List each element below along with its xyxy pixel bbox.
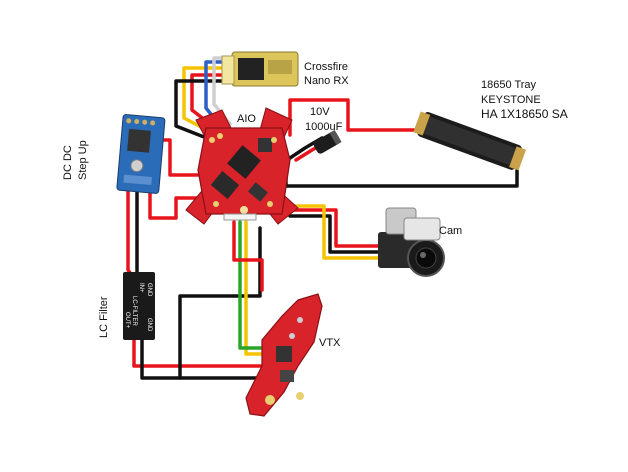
- crossfire-receiver: [221, 51, 299, 87]
- lc-pin-gnd-top: GND: [146, 283, 152, 297]
- wire-lc-black-out: [140, 336, 258, 380]
- wire-vtx-red: [232, 220, 264, 292]
- wire-ground-loop: [178, 226, 262, 380]
- aio-flight-controller: [185, 107, 299, 225]
- lc-filter-module: GND IN+ LC-FILTER OUT+ GND: [123, 272, 155, 340]
- wire-battery-positive: [288, 98, 434, 137]
- dcdc-step-up-board: [116, 114, 166, 194]
- battery-tray-label-line1: 18650 Tray: [481, 79, 537, 91]
- wire-cam-black: [288, 214, 382, 254]
- battery-tray: [413, 111, 527, 171]
- camera: [378, 207, 445, 277]
- wire-crossfire-yellow: [182, 66, 238, 132]
- wire-lc-red-out: [132, 336, 270, 368]
- wire-dcdc-red-out: [148, 188, 202, 220]
- battery-tray-label-line2: KEYSTONE: [481, 94, 541, 106]
- capacitor-label-line1: 10V: [310, 106, 330, 118]
- vtx-label: VTX: [319, 337, 341, 349]
- crossfire-label-line1: Crossfire: [304, 61, 349, 73]
- dcdc-label-line1: DC DC: [62, 145, 74, 180]
- wire-dcdc-to-lc-red: [126, 190, 136, 280]
- camera-label: Cam: [439, 225, 463, 237]
- wire-vtx-yellow: [244, 220, 270, 356]
- lc-module-text: LC-FILTER: [131, 296, 137, 327]
- lc-pin-out: OUT+: [124, 312, 130, 329]
- aio-label: AIO: [237, 113, 256, 125]
- lc-pin-gnd-bottom: GND: [146, 318, 152, 332]
- wire-vtx-green: [238, 220, 268, 350]
- wire-cam-red: [292, 208, 382, 248]
- capacitor: [313, 129, 342, 154]
- wire-dcdc-ground: [135, 190, 142, 285]
- crossfire-label-line2: Nano RX: [304, 75, 349, 87]
- vtx-board: [245, 293, 323, 417]
- lc-filter-label: LC Filter: [98, 296, 110, 338]
- dcdc-label-line2: Step Up: [77, 140, 89, 180]
- battery-tray-label-line3: HA 1X18650 SA: [481, 107, 568, 121]
- lc-pin-in: IN+: [138, 283, 144, 293]
- wire-cam-yellow: [292, 204, 382, 260]
- wire-battery-negative: [284, 168, 519, 188]
- capacitor-label-line2: 1000uF: [305, 121, 343, 133]
